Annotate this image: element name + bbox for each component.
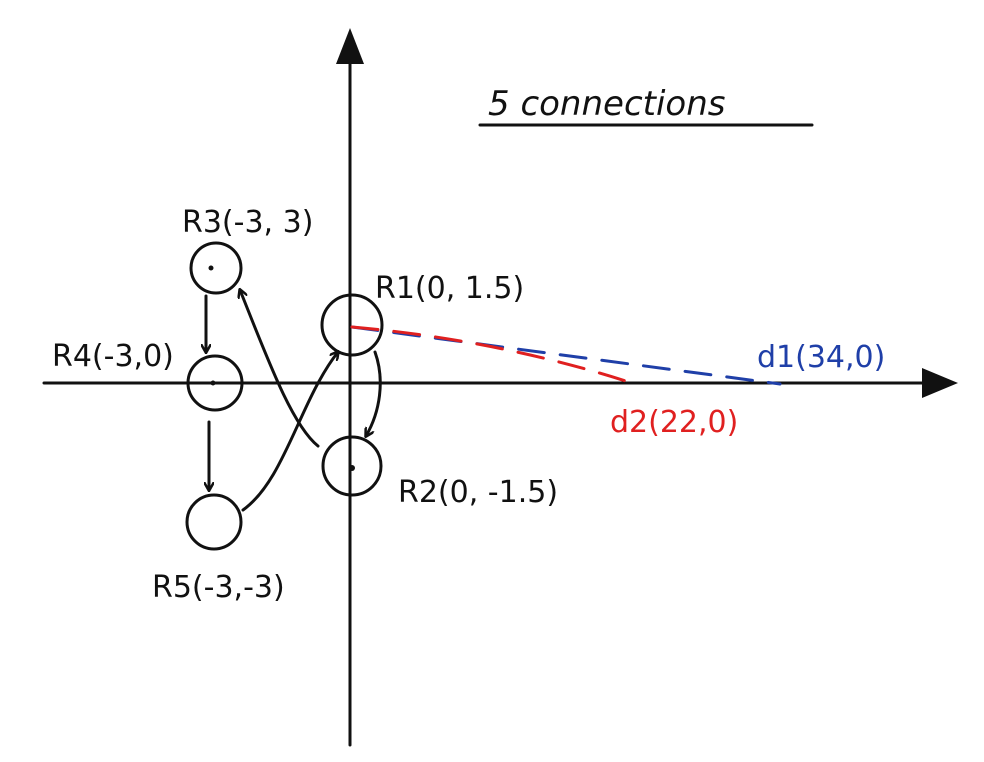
d1-label: d1(34,0)	[757, 340, 885, 375]
node-r5	[185, 493, 243, 551]
r4-label: R4(-3,0)	[52, 339, 174, 374]
distance-labels: d1(34,0) d2(22,0)	[610, 340, 885, 440]
r5-label: R5(-3,-3)	[152, 570, 285, 605]
r3-label: R3(-3, 3)	[182, 205, 313, 240]
r3-circle	[189, 241, 243, 295]
r1-label: R1(0, 1.5)	[375, 271, 524, 306]
diagram-title: 5 connections	[488, 84, 726, 124]
d2-dashed-line	[350, 325, 637, 386]
r2-center-dot	[349, 465, 355, 471]
y-axis-arrowhead	[336, 28, 364, 64]
node-r2	[321, 435, 383, 497]
r2-label: R2(0, -1.5)	[398, 475, 558, 510]
r5-circle	[185, 493, 243, 551]
d2-label: d2(22,0)	[610, 405, 738, 440]
axes	[42, 28, 958, 747]
r4-center-dot	[210, 380, 216, 386]
node-labels: R1(0, 1.5) R2(0, -1.5) R3(-3, 3) R4(-3,0…	[52, 205, 558, 605]
x-axis-arrowhead	[922, 368, 958, 398]
r1-circle	[320, 293, 384, 357]
node-r4	[186, 354, 244, 412]
connection-r2-r3	[240, 290, 320, 448]
d1-dashed-line	[350, 325, 782, 386]
r4-circle	[186, 354, 244, 412]
node-r1	[320, 293, 384, 357]
connection-r5-r1	[241, 352, 338, 512]
connections	[206, 290, 382, 512]
r3-center-dot	[208, 265, 214, 271]
nodes	[185, 241, 384, 551]
connection-r1-r2	[366, 350, 382, 436]
distance-lines	[350, 325, 782, 386]
r2-circle	[321, 435, 383, 497]
title-group: 5 connections	[478, 84, 814, 127]
node-r3	[189, 241, 243, 295]
